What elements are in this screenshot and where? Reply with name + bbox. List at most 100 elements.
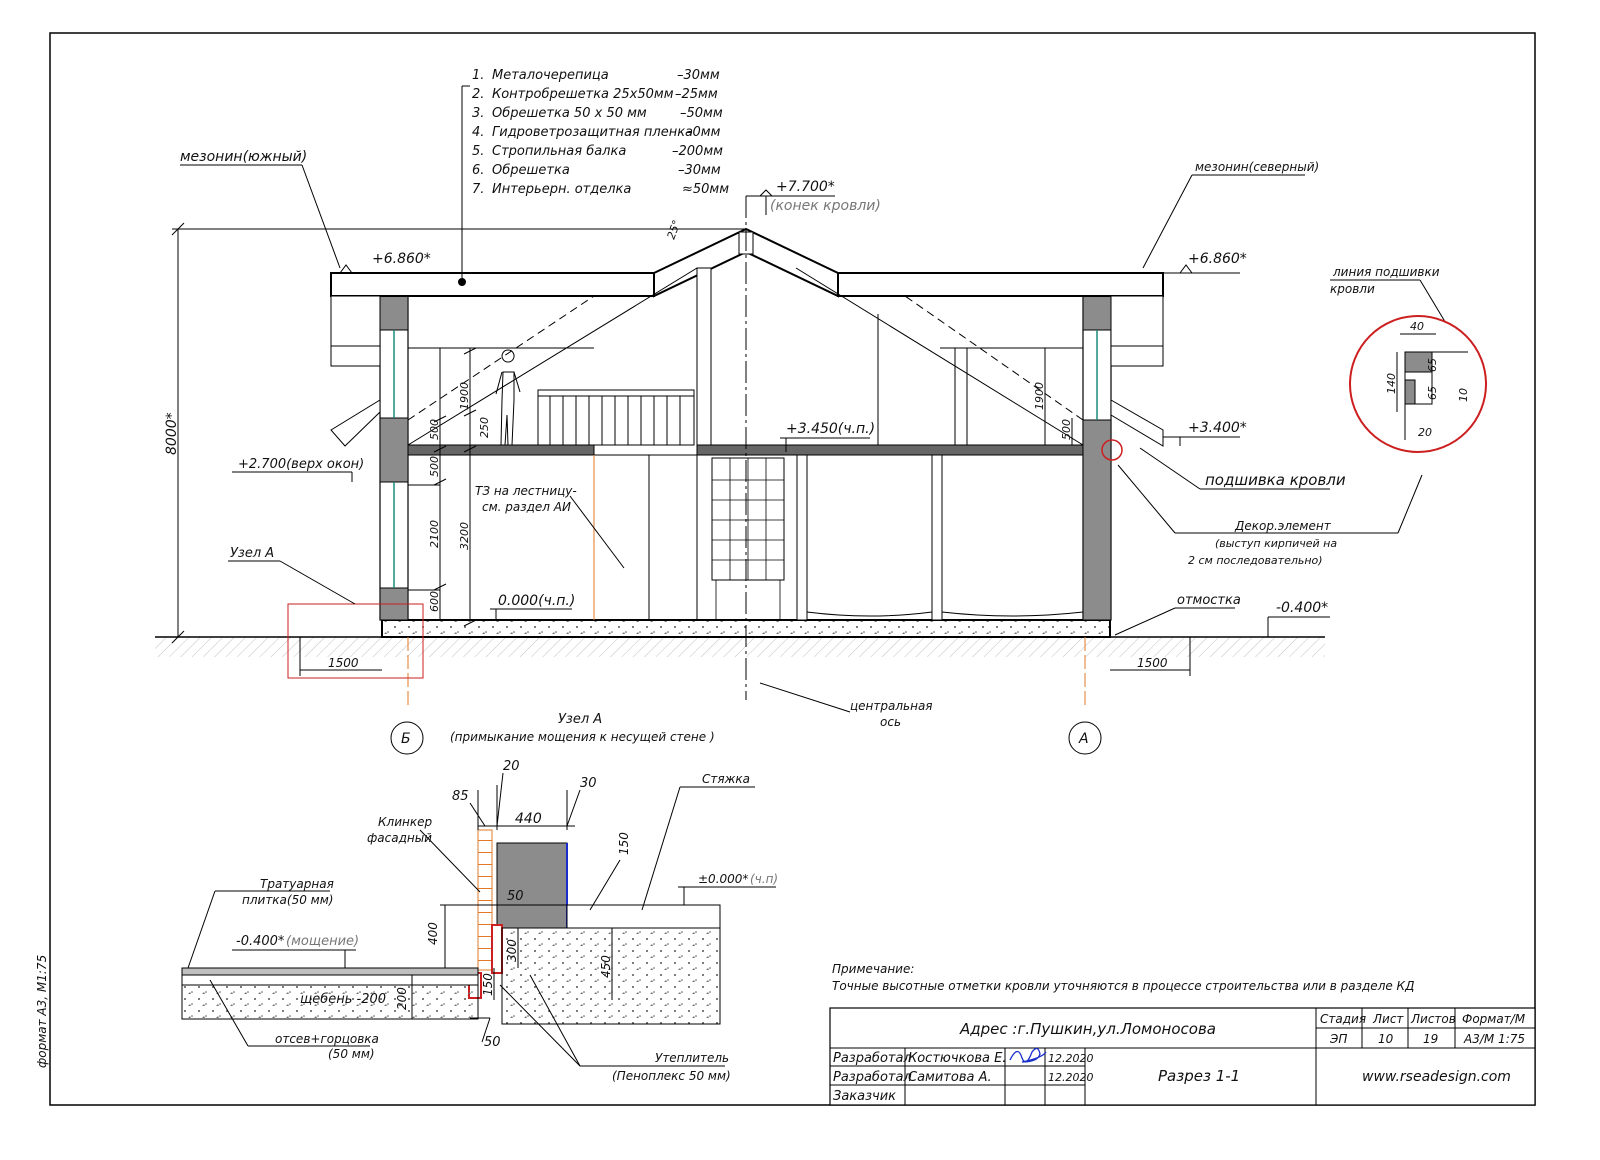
node-a-detail: Узел А (примыкание мощения к несущей сте… [181, 712, 778, 1083]
svg-text:500: 500 [428, 456, 441, 477]
layer-4: 4.Гидроветрозащитная пленка–0мм [472, 125, 721, 140]
svg-text:19: 19 [1423, 1032, 1438, 1046]
svg-text:Костючкова Е.: Костючкова Е. [908, 1051, 1006, 1066]
svg-text:50: 50 [507, 889, 524, 904]
axis-marker-a [1068, 721, 1102, 755]
svg-text:(мощение): (мощение) [286, 934, 359, 949]
window-top-level: +2.700(верх окон) [238, 457, 364, 472]
svg-text:(50 мм): (50 мм) [328, 1047, 375, 1061]
person-figure [495, 349, 521, 446]
svg-text:20: 20 [503, 759, 520, 774]
svg-text:400: 400 [426, 922, 440, 945]
svg-text:10: 10 [1378, 1032, 1394, 1046]
svg-text:(Пеноплекс 50 мм): (Пеноплекс 50 мм) [612, 1069, 731, 1083]
ridge-label: (конек кровли) [770, 198, 881, 214]
decor-label-2: (выступ кирпичей на [1215, 537, 1337, 550]
svg-text:±0.000*: ±0.000* [698, 872, 748, 886]
building-section: Б А 8000* 500 500 2100 600 1900 250 3200 [155, 85, 1423, 755]
layer-3: 3.Обрешетка 50 х 50 мм–50мм [472, 106, 723, 121]
svg-text:Стадия: Стадия [1320, 1012, 1366, 1026]
svg-text:25°: 25° [665, 218, 684, 241]
svg-text:150: 150 [481, 973, 495, 996]
svg-text:Клинкер: Клинкер [378, 815, 432, 829]
layer-6: 6.Обрешетка–30мм [472, 163, 721, 178]
note-text: Точные высотные отметки кровли уточняютс… [832, 979, 1414, 993]
sheet-frame [49, 32, 1536, 1106]
eave-right-level: +6.860* [1188, 251, 1247, 267]
note-title: Примечание: [832, 962, 914, 976]
svg-text:фасадный: фасадный [367, 831, 432, 845]
svg-text:ЭП: ЭП [1329, 1032, 1347, 1046]
mezzanine-north: мезонин(северный) [1195, 160, 1319, 174]
roof-layers-list: 1.Металочерепица–30мм 2.Контробрешетка 2… [472, 68, 729, 197]
svg-text:плитка(50 мм): плитка(50 мм) [242, 893, 333, 907]
svg-text:600: 600 [428, 591, 441, 612]
soffit-label: подшивка кровли [1205, 471, 1346, 489]
ground-level: -0.400* [1276, 600, 1328, 616]
stair-note-2: см. раздел АИ [482, 500, 571, 514]
svg-text:140: 140 [1385, 373, 1398, 394]
axis-marker-b [390, 721, 424, 755]
svg-text:-0.400*: -0.400* [236, 934, 285, 949]
svg-text:3200: 3200 [458, 522, 471, 550]
svg-text:Разработал: Разработал [833, 1070, 912, 1085]
svg-text:Утеплитель: Утеплитель [655, 1051, 729, 1065]
decor-label-1: Декор.элемент [1234, 519, 1332, 533]
blind-area-label: отмостка [1177, 593, 1241, 608]
website: www.rseadesign.com [1362, 1069, 1511, 1085]
svg-text:1500: 1500 [328, 656, 359, 670]
soffit-marker [1101, 439, 1123, 461]
svg-text:150: 150 [617, 832, 631, 855]
axis-label-2: ось [880, 715, 901, 729]
svg-text:А: А [1078, 731, 1089, 747]
svg-text:А3/М 1:75: А3/М 1:75 [1463, 1032, 1525, 1046]
floor2-level: +3.450(ч.п.) [786, 421, 875, 437]
svg-text:20: 20 [1418, 426, 1432, 439]
address: Адрес :г.Пушкин,ул.Ломоносова [959, 1020, 1216, 1038]
svg-text:Самитова А.: Самитова А. [908, 1070, 992, 1085]
layer-2: 2.Контробрешетка 25х50мм–25мм [472, 87, 718, 102]
svg-text:30: 30 [580, 776, 597, 791]
roof-eave-left [330, 272, 655, 297]
svg-text:12.2020: 12.2020 [1048, 1052, 1094, 1065]
svg-text:1500: 1500 [1137, 656, 1168, 670]
svg-text:250: 250 [478, 417, 491, 438]
ridge-level: +7.700* [776, 179, 835, 195]
svg-text:Тратуарная: Тратуарная [260, 877, 334, 891]
svg-text:85: 85 [452, 789, 469, 804]
eave-left-level: +6.860* [372, 251, 431, 267]
height-total-dim: 8000* [164, 412, 180, 455]
svg-text:40: 40 [1410, 320, 1424, 333]
layer-1: 1.Металочерепица–30мм [472, 68, 720, 83]
svg-text:линия подшивки: линия подшивки [1332, 265, 1440, 279]
node-detail-subtitle: (примыкание мощения к несущей стене ) [450, 730, 715, 744]
svg-text:(ч.п): (ч.п) [750, 872, 778, 886]
svg-text:щебень -200: щебень -200 [300, 992, 386, 1007]
soffit-level: +3.400* [1188, 420, 1247, 436]
svg-text:Листов: Листов [1410, 1012, 1456, 1026]
decor-label-3: 2 см последовательно) [1188, 554, 1323, 567]
drawing-name: Разрез 1-1 [1158, 1067, 1240, 1085]
svg-text:300: 300 [505, 939, 519, 962]
floor1-level: 0.000(ч.п.) [498, 593, 575, 609]
svg-text:1900: 1900 [1033, 382, 1046, 410]
svg-text:Лист: Лист [1372, 1012, 1404, 1026]
layer-7: 7.Интерьерн. отделка≈50мм [472, 182, 729, 197]
svg-text:Заказчик: Заказчик [833, 1089, 896, 1104]
svg-text:2100: 2100 [428, 520, 441, 548]
svg-text:450: 450 [599, 955, 613, 978]
svg-text:1900: 1900 [458, 382, 471, 410]
layer-5: 5.Стропильная балка–200мм [472, 144, 723, 159]
stair-note-1: ТЗ на лестницу- [475, 484, 577, 498]
soffit-callout: линия подшивки кровли 40 140 65 65 10 20 [1330, 265, 1487, 453]
svg-text:Формат/М: Формат/М [1462, 1012, 1526, 1026]
svg-text:500: 500 [428, 419, 441, 440]
svg-text:65: 65 [1426, 358, 1439, 372]
mezzanine-south: мезонин(южный) [180, 149, 307, 165]
svg-text:200: 200 [395, 987, 409, 1010]
svg-text:Б: Б [401, 731, 411, 747]
svg-text:500: 500 [1060, 419, 1073, 440]
svg-text:Стяжка: Стяжка [702, 772, 750, 786]
node-detail-title: Узел А [558, 712, 602, 727]
